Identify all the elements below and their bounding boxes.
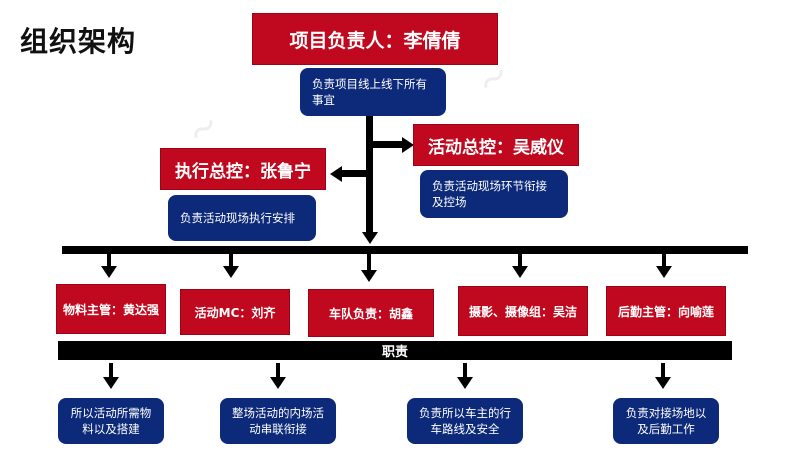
exec-control-desc-box: 负责活动现场执行安排 <box>168 195 316 241</box>
duty-connector <box>661 363 665 379</box>
trunk-line <box>366 116 373 234</box>
role-box-fleet: 车队负责：胡鑫 <box>308 289 434 337</box>
role-label: 后勤主管：向喻莲 <box>617 304 714 319</box>
role-box-mc: 活动MC：刘齐 <box>180 289 290 335</box>
activity-control-box: 活动总控：吴威仪 <box>413 124 579 166</box>
project-lead-box: 项目负责人：李倩倩 <box>252 13 498 65</box>
role-arrow <box>512 266 528 278</box>
duty-connector <box>109 363 113 379</box>
activity-control-desc-box: 负责活动现场环节衔接及控场 <box>420 170 568 218</box>
duty-box-fleet: 负责所以车主的行车路线及安全 <box>407 398 523 444</box>
role-box-logistics: 后勤主管：向喻莲 <box>606 286 726 336</box>
role-arrow <box>223 266 239 278</box>
role-arrow <box>656 266 672 278</box>
trunk-arrow <box>362 232 378 244</box>
duty-box-mc: 整场活动的内场活动串联衔接 <box>220 398 336 444</box>
project-lead-desc-box: 负责项目线上线下所有事宜 <box>300 68 446 116</box>
role-connector <box>518 254 522 268</box>
duty-text: 负责对接场地以及后勤工作 <box>625 406 707 436</box>
role-box-photo: 摄影、摄像组：吴洁 <box>458 286 588 336</box>
duty-box-materials: 所以活动所需物料以及搭建 <box>58 398 164 444</box>
role-bus-line <box>62 246 748 254</box>
role-connector <box>107 254 111 268</box>
role-box-materials: 物料主管：黄达强 <box>56 284 166 334</box>
exec-control-desc: 负责活动现场执行安排 <box>180 211 295 225</box>
duty-arrow <box>655 377 671 389</box>
role-connector <box>229 254 233 268</box>
branch-left-arrow <box>330 166 342 182</box>
page-title: 组织架构 <box>20 25 137 58</box>
project-lead-desc: 负责项目线上线下所有事宜 <box>312 77 427 107</box>
role-label: 物料主管：黄达强 <box>62 302 159 317</box>
role-label: 活动MC：刘齐 <box>194 305 276 320</box>
duty-arrow <box>103 377 119 389</box>
duty-bar-label: 职责 <box>381 345 408 360</box>
branch-left-line <box>340 170 368 177</box>
role-connector <box>662 254 666 268</box>
role-connector <box>367 254 371 272</box>
activity-control-title: 活动总控：吴威仪 <box>428 137 564 158</box>
duty-text: 整场活动的内场活动串联衔接 <box>232 406 324 436</box>
activity-control-desc: 负责活动现场环节衔接及控场 <box>432 179 547 209</box>
branch-right-line <box>372 141 404 148</box>
duty-text: 负责所以车主的行车路线及安全 <box>419 406 511 436</box>
branch-right-arrow <box>402 137 414 153</box>
role-arrow <box>101 266 117 278</box>
duty-connector <box>463 363 467 379</box>
duty-arrow <box>270 377 286 389</box>
duty-connector <box>276 363 280 379</box>
duty-text: 所以活动所需物料以及搭建 <box>70 406 152 436</box>
role-arrow <box>361 270 377 282</box>
role-label: 摄影、摄像组：吴洁 <box>468 304 577 319</box>
duty-box-logistics: 负责对接场地以及后勤工作 <box>613 398 719 444</box>
watermark: 〜 <box>185 110 225 151</box>
duty-bar: 职责 <box>58 341 732 360</box>
exec-control-box: 执行总控：张鲁宁 <box>160 148 326 190</box>
role-label: 车队负责：胡鑫 <box>328 306 413 321</box>
project-lead-title: 项目负责人：李倩倩 <box>289 29 461 52</box>
exec-control-title: 执行总控：张鲁宁 <box>175 161 311 182</box>
duty-arrow <box>457 377 473 389</box>
